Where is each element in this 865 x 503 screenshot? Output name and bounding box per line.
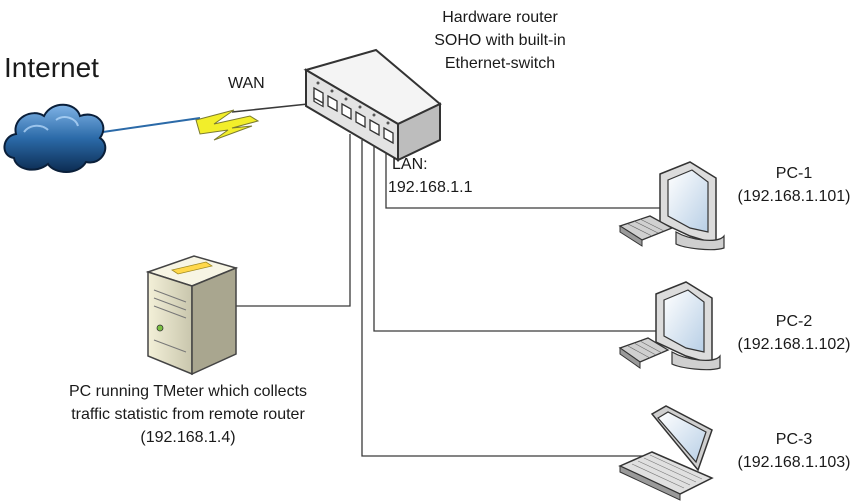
desktop-pc-icon	[618, 161, 725, 251]
server-label-line: traffic statistic from remote router	[71, 406, 305, 423]
lan-label-title: LAN:	[392, 156, 428, 173]
pc2-label: PC-2 (192.168.1.102)	[724, 310, 864, 356]
server-tower-icon	[145, 255, 239, 376]
lan-ip-address: 192.168.1.1	[388, 179, 473, 196]
cable-to-server	[232, 134, 351, 307]
wan-link-line	[95, 117, 201, 134]
pc1-label: PC-1 (192.168.1.101)	[724, 162, 864, 208]
cable-to-pc3	[361, 140, 652, 457]
pc3-label: PC-3 (192.168.1.103)	[724, 428, 864, 474]
router-label-line: SOHO with built-in	[434, 32, 566, 49]
router-label-line: Ethernet-switch	[444, 55, 556, 72]
wan-label: WAN	[228, 75, 265, 92]
server-ip: (192.168.1.4)	[140, 429, 236, 446]
internet-label: Internet	[4, 52, 99, 83]
desktop-pc-icon	[618, 281, 721, 371]
pc2-ip: (192.168.1.102)	[737, 336, 851, 353]
laptop-icon	[618, 405, 714, 501]
cable-to-pc2	[373, 145, 656, 332]
server-label-line: PC running TMeter which collects	[68, 383, 308, 400]
pc1-ip: (192.168.1.101)	[737, 188, 851, 205]
pc3-name: PC-3	[775, 431, 813, 448]
pc2-name: PC-2	[775, 313, 813, 330]
router-label-line: Hardware router	[442, 9, 558, 26]
server-label: PC running TMeter which collects traffic…	[28, 380, 348, 449]
cable-to-pc1	[385, 150, 664, 209]
pc3-ip: (192.168.1.103)	[737, 454, 851, 471]
pc1-name: PC-1	[775, 165, 813, 182]
router-label: Hardware router SOHO with built-in Ether…	[400, 6, 600, 75]
cables	[95, 103, 664, 457]
wan-link-line-end	[231, 103, 309, 113]
lan-label: LAN: 192.168.1.1	[388, 153, 473, 199]
lightning-icon	[195, 109, 260, 141]
cloud-icon	[3, 103, 107, 173]
router-switch-icon	[303, 48, 442, 162]
